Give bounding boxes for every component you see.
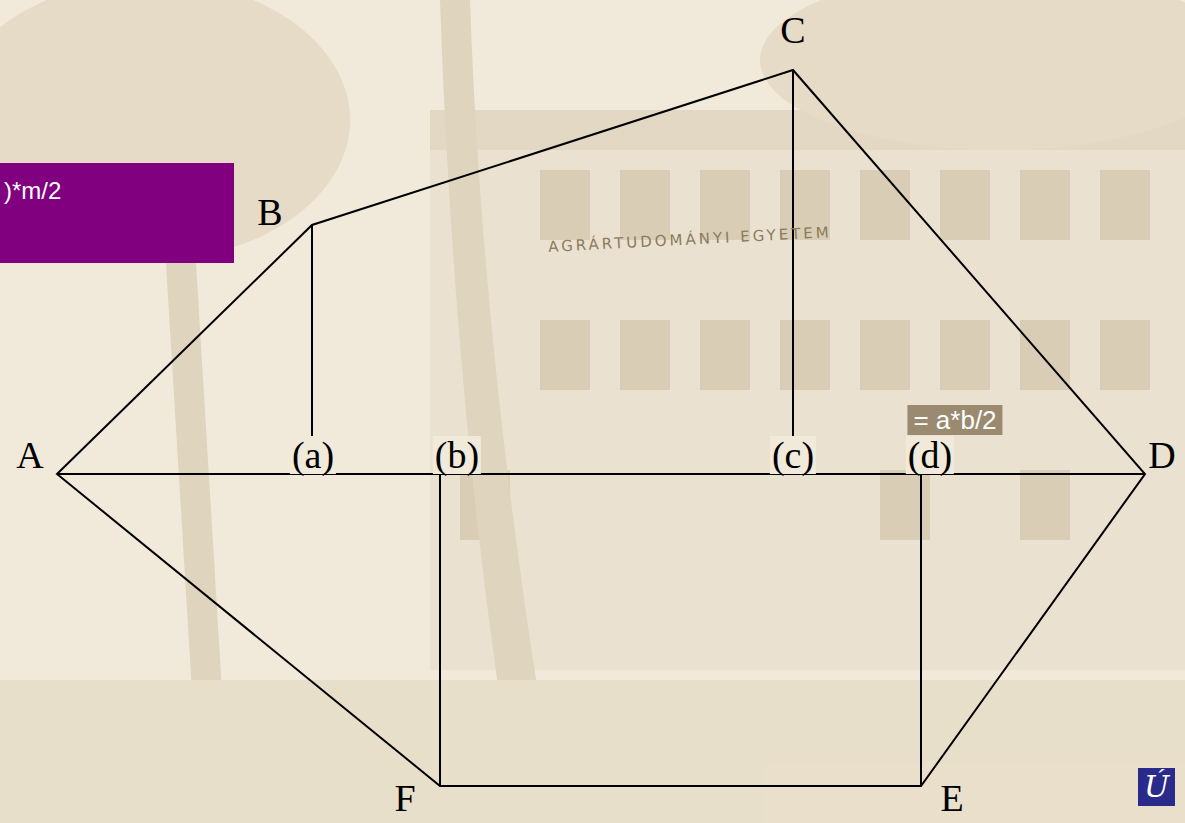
- foot-label: (a): [290, 436, 336, 474]
- formula-box: )*m/2: [0, 163, 234, 263]
- point-label: C: [778, 11, 807, 49]
- watermark: AGRÁRTUDOMÁNYI EGYETEM: [546, 225, 834, 255]
- point-label: A: [14, 436, 45, 474]
- foot-label: (c): [770, 436, 816, 474]
- logo-mark: Ú: [1138, 768, 1175, 806]
- point-label: F: [392, 779, 417, 817]
- foot-label: (b): [433, 436, 481, 474]
- point-label: E: [938, 779, 965, 817]
- point-label: D: [1146, 436, 1177, 474]
- formula-text: )*m/2: [4, 177, 226, 205]
- formula-note: = a*b/2: [907, 405, 1002, 435]
- foot-label: (d): [906, 436, 954, 474]
- point-label: B: [255, 193, 284, 231]
